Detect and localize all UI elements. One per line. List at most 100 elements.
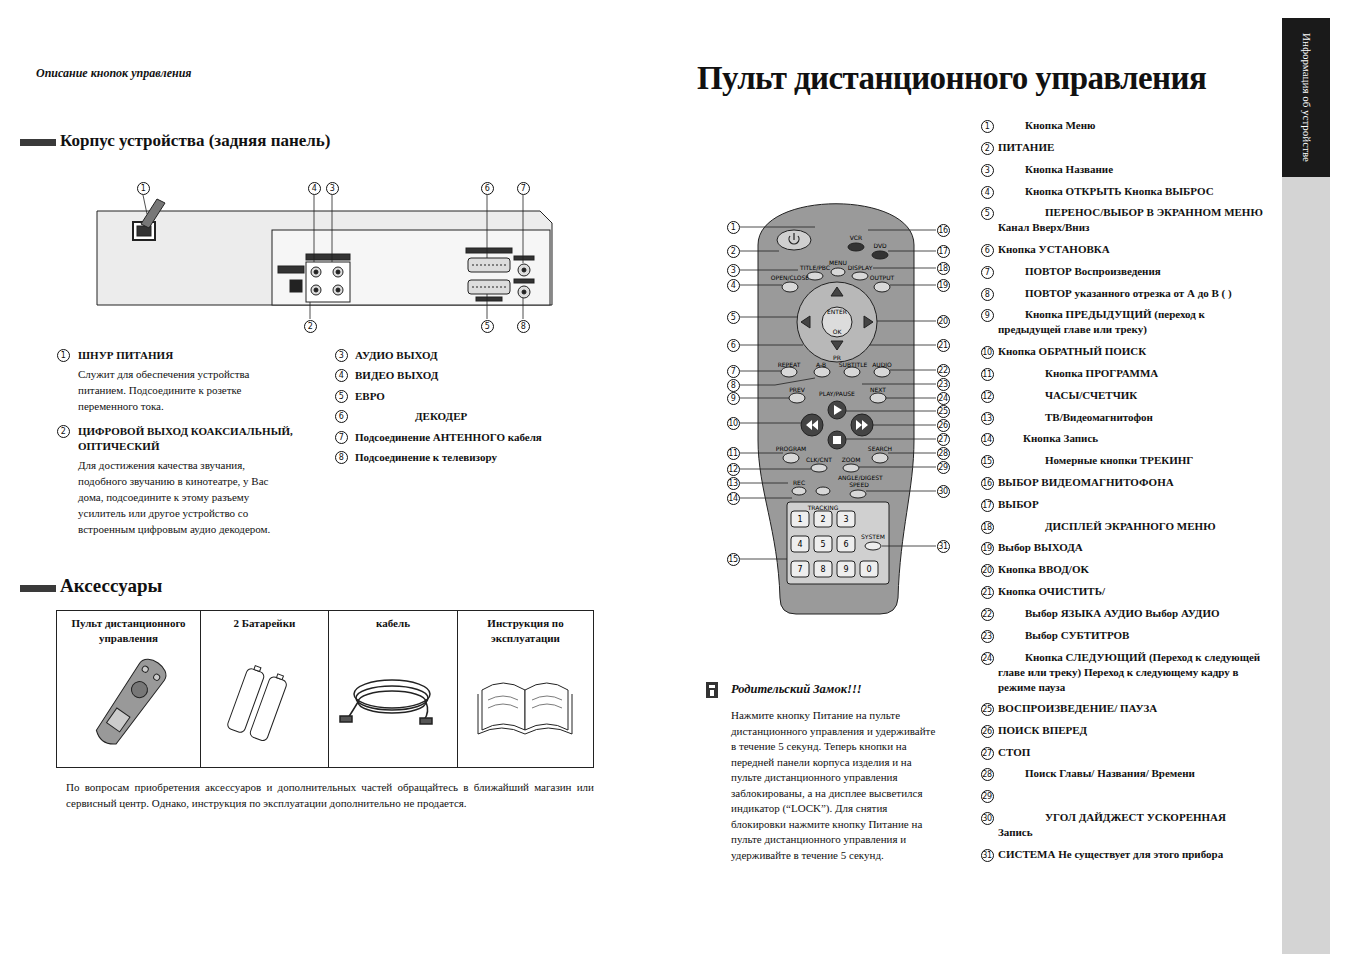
remote-control xyxy=(806,405,868,430)
leader-line xyxy=(740,270,798,271)
callout-number: 16 xyxy=(981,477,994,490)
leader-line xyxy=(869,345,936,346)
leader-line xyxy=(873,425,936,426)
section-bar xyxy=(20,139,56,146)
remote-control xyxy=(787,502,889,584)
tab-label: Информация об устройстве xyxy=(1299,23,1314,173)
accessory-remote xyxy=(152,673,160,681)
callout-number: 15 xyxy=(727,553,740,566)
callout-number: 14 xyxy=(981,433,994,446)
item-text: ПИТАНИЕ xyxy=(998,140,1263,155)
rear-panel xyxy=(336,288,340,292)
callout-number: 25 xyxy=(981,703,994,716)
remote-control xyxy=(811,464,827,472)
callout-number: 1 xyxy=(981,120,994,133)
rear-panel xyxy=(518,264,530,276)
item-text: ВЫБОР ВИДЕОМАГНИТОФОНА xyxy=(998,475,1263,490)
button-label: PREV xyxy=(789,386,805,393)
cable xyxy=(340,680,432,724)
book xyxy=(525,683,568,730)
remote-control xyxy=(837,511,855,527)
section-bar xyxy=(20,139,56,592)
body-text: По вопросам приобретения аксессуаров и д… xyxy=(66,779,594,811)
rear-panel xyxy=(476,297,502,301)
cable xyxy=(356,686,428,710)
item-text: Кнопка ОБРАТНЫЙ ПОИСК xyxy=(998,344,1263,359)
rear-panel xyxy=(311,285,321,295)
rear-panel xyxy=(472,287,506,288)
button-label: TRACKING xyxy=(808,504,839,511)
accessory-remote xyxy=(128,678,150,700)
body-text: Служит для обеспечения устройства питани… xyxy=(78,366,293,414)
item-text: СТОП xyxy=(998,745,1263,760)
rear-panel xyxy=(311,267,321,277)
callout-number: 22 xyxy=(981,608,994,621)
leader-line xyxy=(523,298,524,319)
callout-number: 8 xyxy=(727,379,740,392)
remote-control xyxy=(791,536,809,552)
leader-line xyxy=(143,195,523,319)
rear-panel xyxy=(333,285,343,295)
callout-number: 21 xyxy=(981,586,994,599)
cable xyxy=(354,680,430,708)
button-label: OK xyxy=(833,328,842,335)
button-label: REC xyxy=(793,479,805,486)
remote-control xyxy=(865,542,881,550)
callout-number: 3 xyxy=(727,264,740,277)
remote-control xyxy=(833,436,841,444)
callout-number: 6 xyxy=(727,339,740,352)
rear-panel xyxy=(97,199,552,305)
rear-panel xyxy=(522,268,526,272)
remote-control xyxy=(777,230,811,250)
item-text: Кнопка ОЧИСТИТЬ/ xyxy=(998,584,1263,599)
leader-line xyxy=(740,227,815,228)
callout-number: 5 xyxy=(981,207,994,220)
callout-number: 3 xyxy=(326,182,339,195)
callout-number: 2 xyxy=(981,142,994,155)
remote-control xyxy=(837,536,855,552)
callout-number: 4 xyxy=(335,369,348,382)
note-icon xyxy=(706,682,718,698)
button-label: PLAY/PAUSE xyxy=(819,390,855,397)
cell-heading: кабель xyxy=(329,611,457,631)
battery xyxy=(249,676,288,742)
leader-line xyxy=(859,467,936,468)
cell-heading: 2 Батарейки xyxy=(201,611,328,631)
callout-number: 29 xyxy=(937,461,950,474)
rear-panel xyxy=(290,280,302,292)
leader-line xyxy=(740,251,779,252)
leader-line xyxy=(873,268,936,269)
digit-label: 9 xyxy=(843,565,848,574)
digit-label: 3 xyxy=(843,515,848,524)
callout-number: 27 xyxy=(937,433,950,446)
rear-panel xyxy=(306,262,350,302)
remote-control xyxy=(860,561,878,577)
remote-control xyxy=(816,487,830,495)
button-label: NEXT xyxy=(870,386,886,393)
callout-number: 23 xyxy=(937,378,950,391)
rear-panel xyxy=(97,211,552,305)
callout-number: 19 xyxy=(981,542,994,555)
leader-line xyxy=(846,411,936,412)
callout-number: 28 xyxy=(937,447,950,460)
callout-number: 31 xyxy=(937,540,950,553)
item-text: ВОСПРОИЗВЕДЕНИЕ/ ПАУЗА xyxy=(998,701,1263,716)
section-bar xyxy=(20,585,56,592)
remote-control xyxy=(782,282,798,292)
digit-label: 1 xyxy=(797,515,802,524)
callout-number: 7 xyxy=(727,365,740,378)
leader-line xyxy=(740,469,811,470)
callout-number: 2 xyxy=(727,245,740,258)
rear-panel xyxy=(278,266,304,273)
remote-control xyxy=(814,367,830,377)
callout-number: 6 xyxy=(981,244,994,257)
rear-panel xyxy=(333,267,343,277)
callout-number: 7 xyxy=(335,431,348,444)
rear-panel xyxy=(518,286,530,298)
callout-number: 26 xyxy=(981,725,994,738)
remote-control xyxy=(843,464,859,472)
digit-label: 6 xyxy=(843,540,848,549)
callout-number: 4 xyxy=(308,182,321,195)
remote-control xyxy=(801,287,873,350)
item-text: Кнопка ПРОГРАММА xyxy=(998,366,1263,381)
